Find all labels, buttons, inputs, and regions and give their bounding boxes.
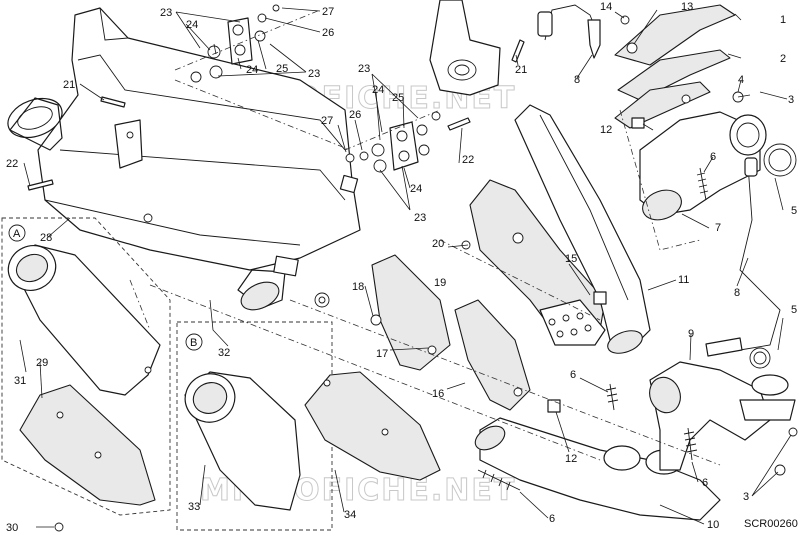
label-24-c: 24 [372,84,384,96]
label-33: 33 [188,501,200,513]
label-9: 9 [688,328,694,340]
bolts [27,39,525,191]
exhaust-pipe-9 [649,347,796,471]
label-7: 7 [715,222,721,234]
frame-bracket [429,0,501,96]
springs [477,167,709,491]
washer-30 [54,522,64,532]
label-4: 4 [738,74,744,86]
nut-5-bottom [788,427,798,437]
label-24-d: 24 [410,183,422,195]
assembly-lines [129,9,721,466]
label-22-left: 22 [6,158,18,170]
heat-shields [371,179,606,411]
label-29: 29 [36,357,48,369]
label-14: 14 [600,1,612,13]
label-28: 28 [40,232,52,244]
label-5-bottom: 5 [791,304,797,316]
label-3: 3 [788,94,794,106]
label-26-b: 26 [349,109,361,121]
label-13: 13 [681,1,693,13]
grommet-plate [539,299,606,346]
diagram-code: SCR00260 [744,518,798,530]
washer-13 [626,42,638,54]
label-6-bottom: 6 [549,513,555,525]
label-23-b: 23 [308,68,320,80]
label-24-a: 24 [186,19,198,31]
lambda-sensors [537,4,781,357]
label-22-right: 22 [462,154,474,166]
label-10: 10 [707,519,719,531]
rubber-mount-cluster-mid [345,111,441,173]
label-20: 20 [432,238,444,250]
exhaust-pipe-11 [514,104,651,354]
screw-14 [620,15,630,25]
group-a-label: A [13,228,21,240]
label-5: 5 [791,205,797,217]
rubber-mount-cluster-top [190,4,280,83]
nut-3 [681,94,691,104]
label-2: 2 [780,53,786,65]
label-31: 31 [14,375,26,387]
label-12-top: 12 [600,124,612,136]
label-25-a: 25 [276,63,288,75]
label-16: 16 [432,388,444,400]
label-8-top: 8 [574,74,580,86]
label-19: 19 [434,277,446,289]
label-6-top: 6 [710,151,716,163]
silencer-body [7,7,361,311]
heat-guards-top-right [614,4,736,129]
label-25-b: 25 [392,92,404,104]
label-23-a: 23 [160,7,172,19]
label-17: 17 [376,348,388,360]
label-23-c: 23 [358,63,370,75]
label-32: 32 [218,347,230,359]
group-b-label: B [190,337,197,349]
label-6-mid: 6 [570,369,576,381]
clamp-15 [593,291,607,305]
clamp-12-top [631,117,645,129]
label-30: 30 [6,522,18,533]
label-21-left: 21 [63,79,75,91]
label-3-bottom: 3 [743,491,749,503]
label-15: 15 [565,253,577,265]
nut-18 [370,314,382,326]
label-12-bottom: 12 [565,453,577,465]
callout-labels: 1 2 3 3 4 5 5 6 6 6 6 7 8 8 9 10 11 12 1… [6,1,797,533]
clamp-12-bottom [547,399,561,413]
label-27-b: 27 [321,115,333,127]
label-18: 18 [352,281,364,293]
label-11: 11 [678,274,689,286]
label-24-b: 24 [246,64,258,76]
label-27-a: 27 [322,6,334,18]
label-23-d: 23 [414,212,426,224]
label-34: 34 [344,509,356,521]
leader-lines [19,7,792,528]
connector-pipe-7 [639,111,797,221]
label-21-right: 21 [515,64,527,76]
label-1: 1 [780,14,786,26]
label-6-right: 6 [702,477,708,489]
label-8-right: 8 [734,287,740,299]
group-a-box: A [1,217,171,516]
group-b-box: B [176,321,441,531]
label-26-a: 26 [322,27,334,39]
